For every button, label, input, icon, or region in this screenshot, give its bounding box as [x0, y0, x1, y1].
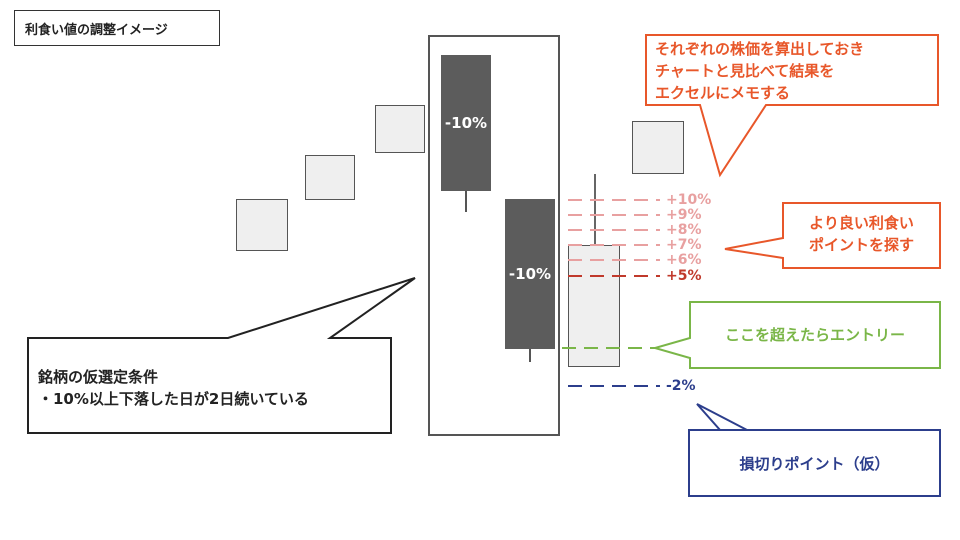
right-box [632, 121, 684, 174]
condition-callout-text: 銘柄の仮選定条件 ・10%以上下落した日が2日続いている [38, 368, 309, 408]
candle-1-wick [465, 190, 467, 212]
diagram-title: 利食い値の調整イメージ [14, 10, 220, 46]
better-point-callout-shape [724, 202, 941, 269]
condition-frame [428, 35, 560, 436]
stop-level-label: -2% [666, 378, 696, 394]
better-point-callout-text: より良い利食い ポイントを探す [808, 214, 914, 254]
candle-3-body [568, 245, 620, 367]
level-label-8: +8% [666, 222, 702, 238]
entry-callout-shape [651, 301, 941, 369]
candle-1-body: -10% [441, 55, 491, 191]
level-label-6: +6% [666, 252, 702, 268]
level-label-9: +9% [666, 207, 702, 223]
stop-callout-text: 損切りポイント（仮） [739, 455, 890, 473]
candle-3-wick [594, 174, 596, 246]
rising-box-2 [305, 155, 355, 200]
memo-callout-shape [645, 34, 939, 178]
memo-callout-text: それぞれの株価を算出しておき チャートと見比べて結果を エクセルにメモする [655, 40, 865, 102]
candle-2-body: -10% [505, 199, 555, 349]
level-label-5: +5% [666, 268, 702, 284]
entry-callout-text: ここを超えたらエントリー [724, 326, 905, 344]
rising-box-1 [236, 199, 288, 251]
level-label-10: +10% [666, 192, 712, 208]
level-label-7: +7% [666, 237, 702, 253]
stop-callout-shape [688, 403, 941, 497]
rising-box-3 [375, 105, 425, 153]
candle-2-wick [529, 347, 531, 362]
condition-callout-shape [27, 277, 416, 434]
